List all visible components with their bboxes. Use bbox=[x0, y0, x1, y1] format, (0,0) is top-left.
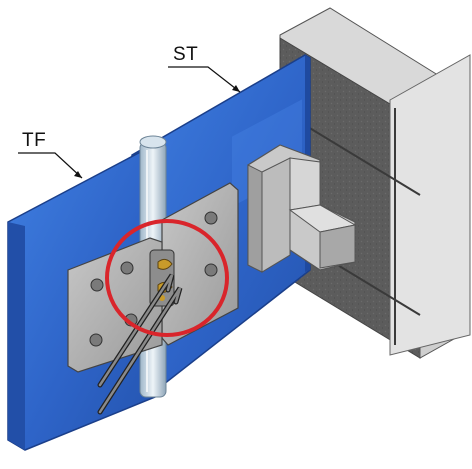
st-leader-line bbox=[168, 66, 241, 93]
st-leader-arrow bbox=[232, 85, 240, 92]
label-tf: TF bbox=[22, 130, 47, 151]
l-bracket bbox=[247, 144, 357, 273]
hex-key-tools bbox=[97, 273, 183, 415]
tf-leader-arrow bbox=[74, 171, 82, 178]
screw-icon bbox=[204, 263, 218, 277]
wall-end-cap bbox=[389, 54, 471, 356]
label-st: ST bbox=[173, 44, 199, 65]
screw-icon bbox=[90, 278, 104, 292]
tf-leader-line bbox=[18, 152, 83, 179]
screw-icon bbox=[204, 211, 218, 225]
screw-icon bbox=[89, 333, 103, 347]
red-circle-highlight-icon bbox=[105, 219, 229, 337]
screw-icon bbox=[120, 261, 134, 275]
